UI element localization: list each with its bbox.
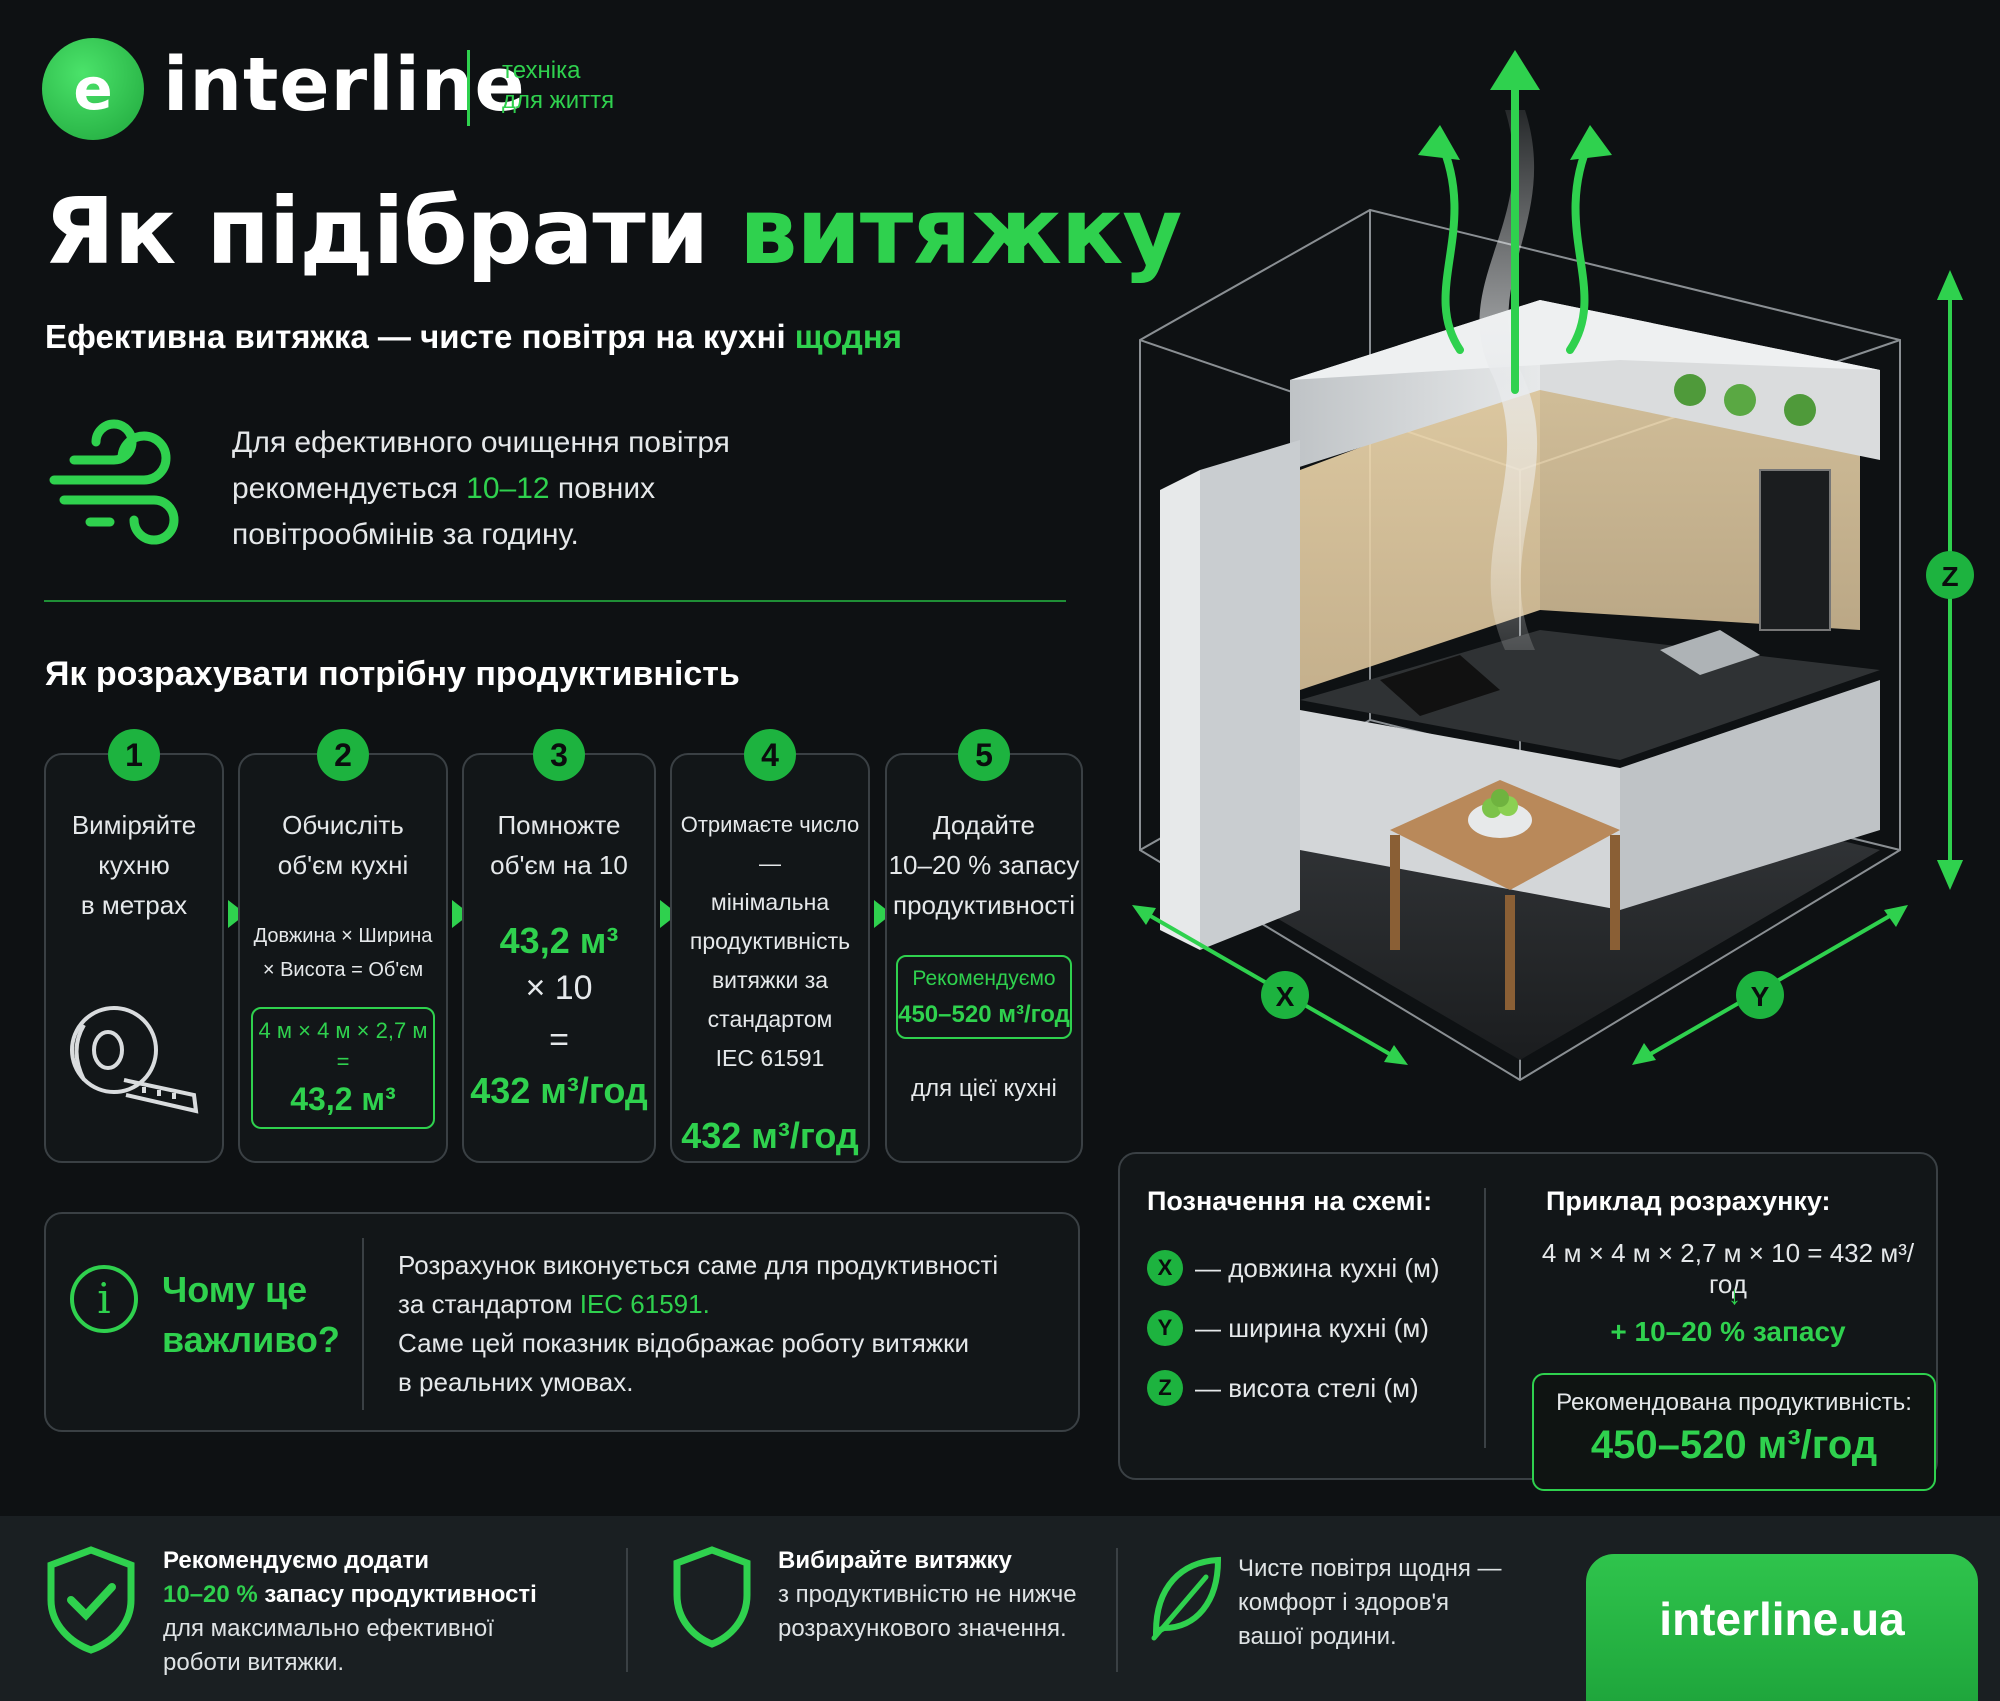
- why-title: Чому це важливо?: [162, 1269, 340, 1360]
- website-button[interactable]: interline.ua: [1586, 1554, 1978, 1701]
- up-arrow-icon: [1418, 50, 1612, 160]
- footer-tip-1: Рекомендуємо додати 10–20 % запасу проду…: [163, 1547, 537, 1676]
- info-icon: i: [70, 1265, 138, 1333]
- why-divider: [362, 1238, 364, 1410]
- axis-z-label: Z: [1941, 561, 1958, 592]
- footer-divider: [1116, 1548, 1118, 1672]
- tagline-line: техніка: [502, 57, 581, 84]
- logo-icon: e: [42, 38, 144, 140]
- shield-check-icon: [47, 1546, 135, 1654]
- axis-y-label: Y: [1751, 981, 1770, 1012]
- legend-divider: [1484, 1188, 1486, 1448]
- leaf-icon: [1151, 1556, 1222, 1641]
- result-box: Рекомендована продуктивність: 450–520 м³…: [1532, 1373, 1936, 1491]
- brand-divider: [467, 50, 470, 126]
- axis-x-label: X: [1276, 981, 1295, 1012]
- step-card-5: 5 Додайте 10–20 % запасу продуктивності …: [885, 729, 1083, 1163]
- example-margin: + 10–20 % запасу: [1610, 1316, 1846, 1347]
- tape-measure-icon: [70, 1006, 199, 1114]
- footer-tip-2: Вибирайте витяжку з продуктивністю не ни…: [778, 1547, 1077, 1642]
- step-card-2: 2 Обчисліть об'єм кухні Довжина × Ширина…: [238, 729, 448, 1163]
- step-number: 3: [533, 729, 585, 781]
- step-number: 2: [317, 729, 369, 781]
- down-arrow-icon: ↓: [1728, 1280, 1741, 1310]
- example-title: Приклад розрахунку:: [1546, 1186, 1831, 1216]
- why-panel: [44, 1212, 1080, 1432]
- wind-icon: [49, 419, 179, 545]
- intro-text: Для ефективного очищення повітря рекомен…: [232, 426, 730, 551]
- legend-title: Позначення на схемі:: [1147, 1186, 1433, 1216]
- example-formula: 4 м × 4 м × 2,7 м × 10 = 432 м³/год: [1541, 1238, 1915, 1299]
- page-title: Як підібрати витяжку: [44, 178, 1182, 285]
- legend-item: Z— висота стелі (м): [1147, 1370, 1419, 1406]
- volume-result-box: 4 м × 4 м × 2,7 м = 43,2 м³: [251, 1007, 435, 1129]
- why-text: Розрахунок виконується саме для продукти…: [398, 1250, 999, 1397]
- recommend-box: Рекомендуємо 450–520 м³/год: [896, 955, 1072, 1039]
- step-card-1: 1 Виміряйте кухню в метрах: [44, 729, 224, 1163]
- legend-item: Y— ширина кухні (м): [1147, 1310, 1429, 1346]
- tagline: техніка для життя: [502, 56, 614, 116]
- step-number: 4: [744, 729, 796, 781]
- kitchen-illustration: Z X Y: [1132, 50, 1974, 1082]
- footer-tip-3: Чисте повітря щодня — комфорт і здоров'я…: [1238, 1555, 1502, 1650]
- tagline-line: для життя: [502, 87, 615, 114]
- section-divider: [44, 600, 1066, 602]
- shield-icon: [673, 1546, 751, 1648]
- footer-divider: [626, 1548, 628, 1672]
- step-number: 1: [108, 729, 160, 781]
- calc-heading: Як розрахувати потрібну продуктивність: [45, 655, 740, 693]
- legend-item: X— довжина кухні (м): [1147, 1250, 1440, 1286]
- step-number: 5: [958, 729, 1010, 781]
- brand-name: interline: [163, 42, 526, 128]
- logo-letter: e: [73, 55, 113, 123]
- step-card-3: 3 Помножте об'єм на 10 43,2 м³ × 10 = 43…: [462, 729, 656, 1163]
- page-subtitle: Ефективна витяжка — чисте повітря на кух…: [45, 318, 903, 355]
- step-card-4: Отримаєте число — 4 мінімальна продуктив…: [670, 729, 870, 1163]
